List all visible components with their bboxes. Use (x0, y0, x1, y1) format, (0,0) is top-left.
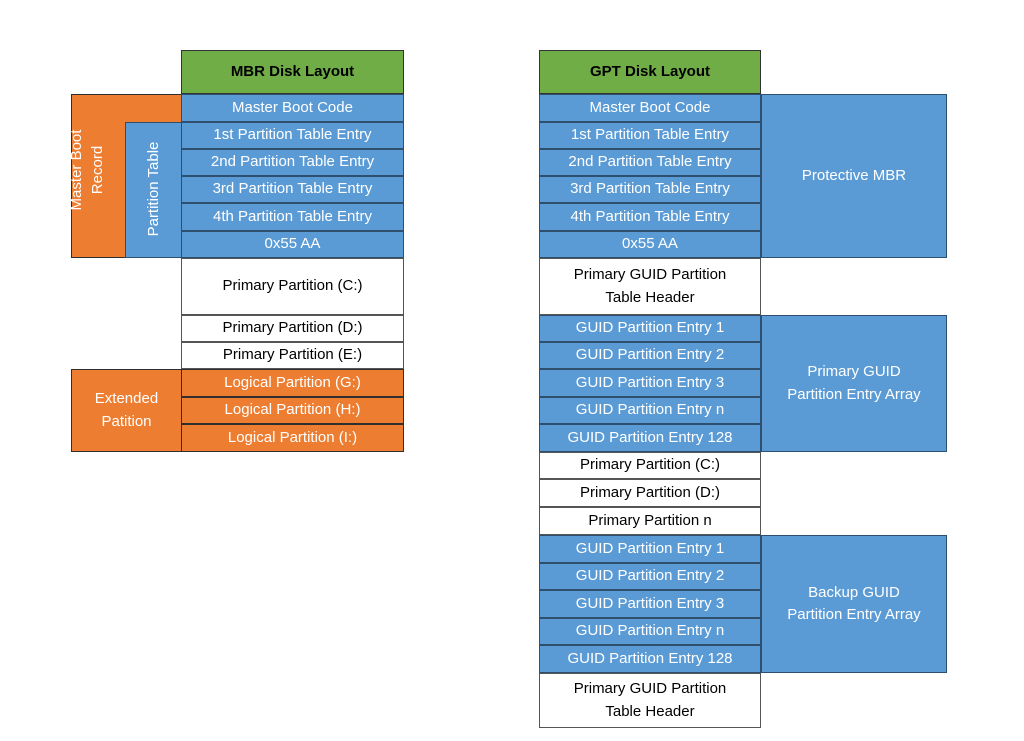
mbr-row: Logical Partition (G:) (181, 369, 404, 397)
partition-table-bracket (125, 122, 181, 258)
gpt-row: Master Boot Code (539, 94, 761, 122)
gpt-row: Primary Partition n (539, 507, 761, 535)
gpt-row: GUID Partition Entry 2 (539, 342, 761, 369)
gpt-row: GUID Partition Entry 128 (539, 645, 761, 673)
mbr-row: 0x55 AA (181, 231, 404, 258)
mbr-row: Primary Partition (D:) (181, 315, 404, 342)
gpt-row: GUID Partition Entry 1 (539, 535, 761, 563)
mbr-row: Primary Partition (E:) (181, 342, 404, 369)
mbr-title: MBR Disk Layout (181, 50, 404, 94)
partition-table-label: Partition Table (144, 141, 162, 237)
gpt-row: Primary Partition (C:) (539, 452, 761, 479)
mbr-row: 1st Partition Table Entry (181, 122, 404, 149)
gpt-row: GUID Partition Entry 2 (539, 563, 761, 590)
gpt-row: GUID Partition Entry n (539, 618, 761, 645)
gpt-title: GPT Disk Layout (539, 50, 761, 94)
mbr-row: 4th Partition Table Entry (181, 203, 404, 231)
mbr-row: Logical Partition (I:) (181, 424, 404, 452)
gpt-row: GUID Partition Entry 3 (539, 369, 761, 397)
gpt-row: GUID Partition Entry 128 (539, 424, 761, 452)
mbr-row: Master Boot Code (181, 94, 404, 122)
mbr-row: 2nd Partition Table Entry (181, 149, 404, 176)
gpt-row: GUID Partition Entry 1 (539, 315, 761, 342)
mbr-row: Primary Partition (C:) (181, 258, 404, 315)
mbr-row: 3rd Partition Table Entry (181, 176, 404, 203)
protective-mbr-group: Protective MBR (761, 94, 947, 258)
gpt-row: 3rd Partition Table Entry (539, 176, 761, 203)
gpt-row: GUID Partition Entry n (539, 397, 761, 424)
gpt-row: 0x55 AA (539, 231, 761, 258)
gpt-row: 1st Partition Table Entry (539, 122, 761, 149)
gpt-row: GUID Partition Entry 3 (539, 590, 761, 618)
gpt-row: 2nd Partition Table Entry (539, 149, 761, 176)
mbr-row: Logical Partition (H:) (181, 397, 404, 424)
gpt-row: 4th Partition Table Entry (539, 203, 761, 231)
gpt-row: Primary Partition (D:) (539, 479, 761, 507)
